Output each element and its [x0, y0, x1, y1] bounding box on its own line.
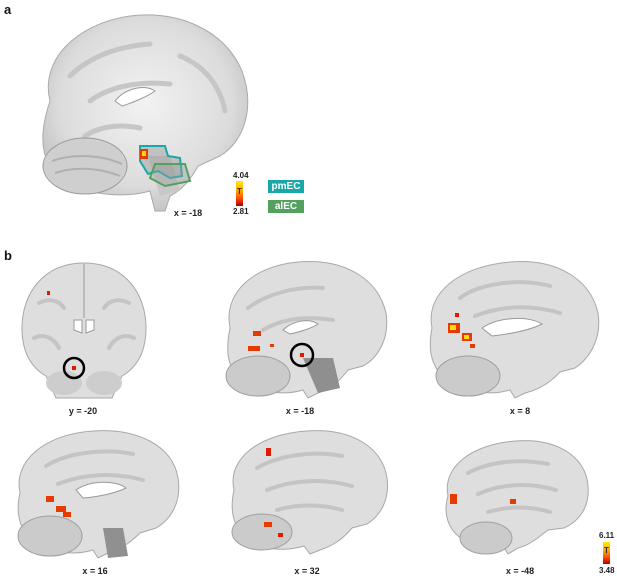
panel-label-a: a	[4, 2, 12, 17]
roi-legend-pmec: pmEC	[268, 180, 304, 193]
coronal-slice-y-20	[21, 262, 147, 399]
colorbar-max-a: 4.04	[233, 171, 249, 180]
slice-coordinate-3: x = 8	[509, 406, 531, 416]
sagittal-slice-x-8	[429, 260, 600, 399]
colorbar-letter-b: T	[604, 546, 609, 555]
sagittal-slice-x-32	[231, 430, 389, 555]
colorbar-a	[236, 181, 243, 206]
slice-coordinate-5: x = 32	[294, 566, 320, 576]
colorbar-max-b: 6.11	[599, 531, 615, 540]
slice-coordinate-6: x = -48	[505, 566, 535, 576]
slice-coordinate-2: x = -18	[285, 406, 315, 416]
colorbar-min-a: 2.81	[233, 207, 249, 216]
roi-legend-alec: alEC	[268, 200, 304, 213]
slice-coordinate-4: x = 16	[82, 566, 108, 576]
colorbar-b	[603, 542, 610, 564]
slice-coordinate-a: x = -18	[173, 208, 203, 218]
colorbar-letter-a: T	[237, 187, 242, 196]
sagittal-slice-x-18	[225, 260, 388, 399]
panel-label-b: b	[4, 248, 12, 263]
sagittal-slice-x-48	[445, 440, 589, 555]
slice-coordinate-1: y = -20	[68, 406, 98, 416]
sagittal-slice-x-16	[17, 430, 180, 559]
sagittal-slice-a	[42, 14, 249, 212]
colorbar-min-b: 3.48	[599, 566, 615, 575]
